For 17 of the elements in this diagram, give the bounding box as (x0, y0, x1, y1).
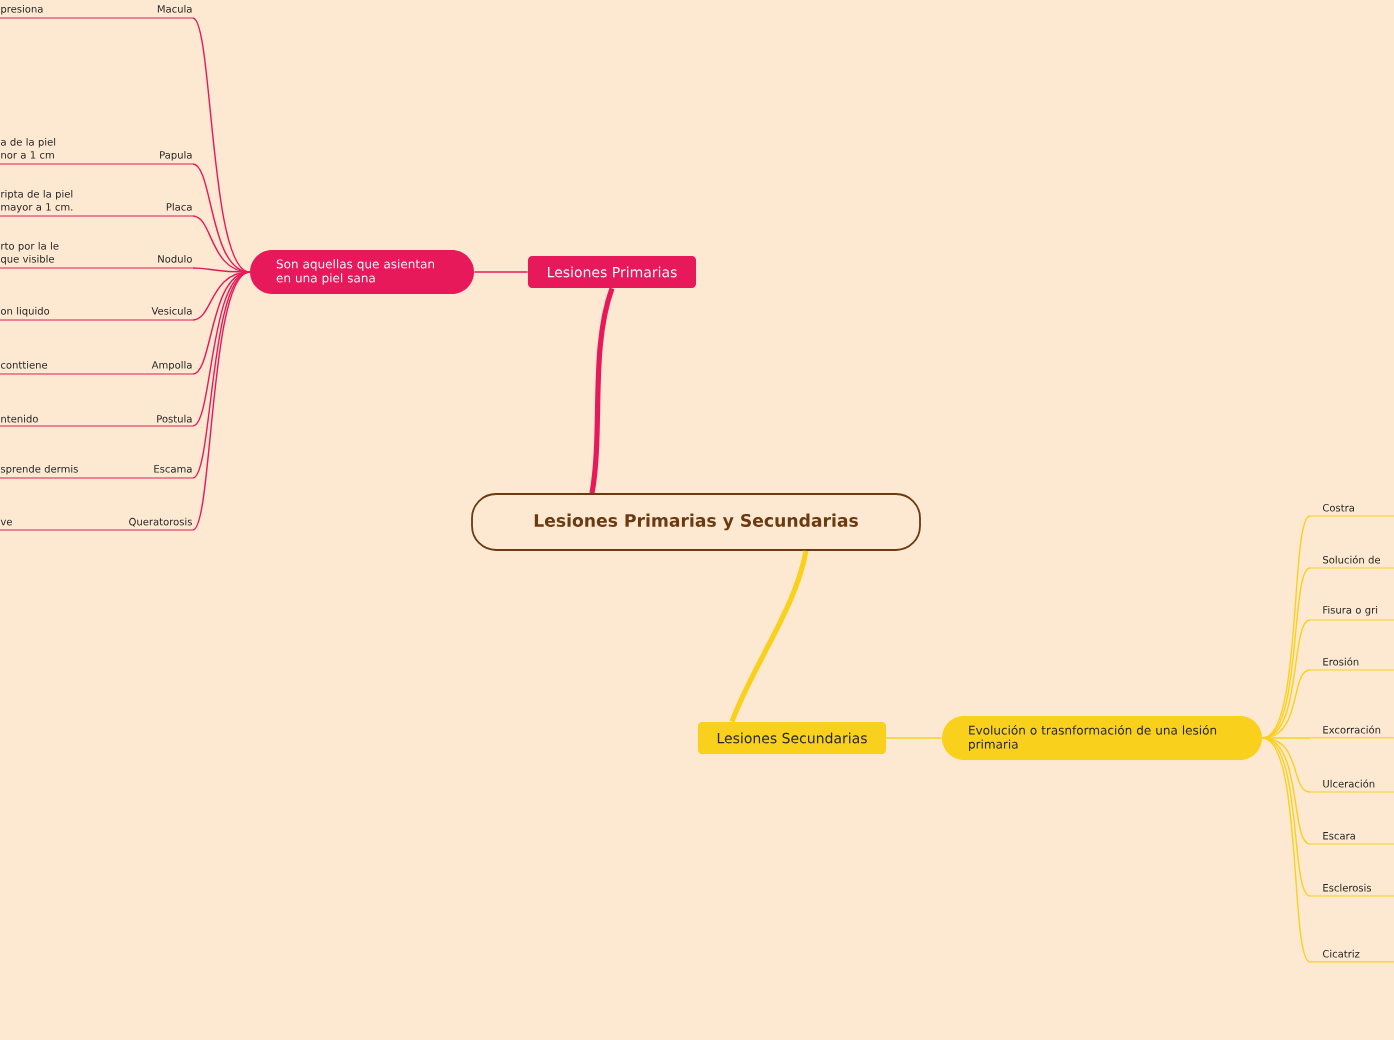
connector (192, 17, 251, 273)
connector (1261, 619, 1311, 739)
connector (1261, 737, 1311, 963)
connector (192, 267, 251, 273)
connector (589, 287, 615, 494)
connector (885, 737, 943, 739)
connector (1261, 567, 1311, 739)
central-topic-box: Lesiones Primarias y Secundarias (471, 493, 921, 551)
connector (192, 271, 251, 479)
connector (192, 271, 251, 531)
connector (729, 550, 809, 723)
connector (1261, 737, 1311, 739)
connector (1261, 737, 1311, 793)
connector (192, 271, 251, 427)
connector (1261, 737, 1311, 897)
connector (192, 271, 251, 375)
connector (473, 271, 529, 273)
